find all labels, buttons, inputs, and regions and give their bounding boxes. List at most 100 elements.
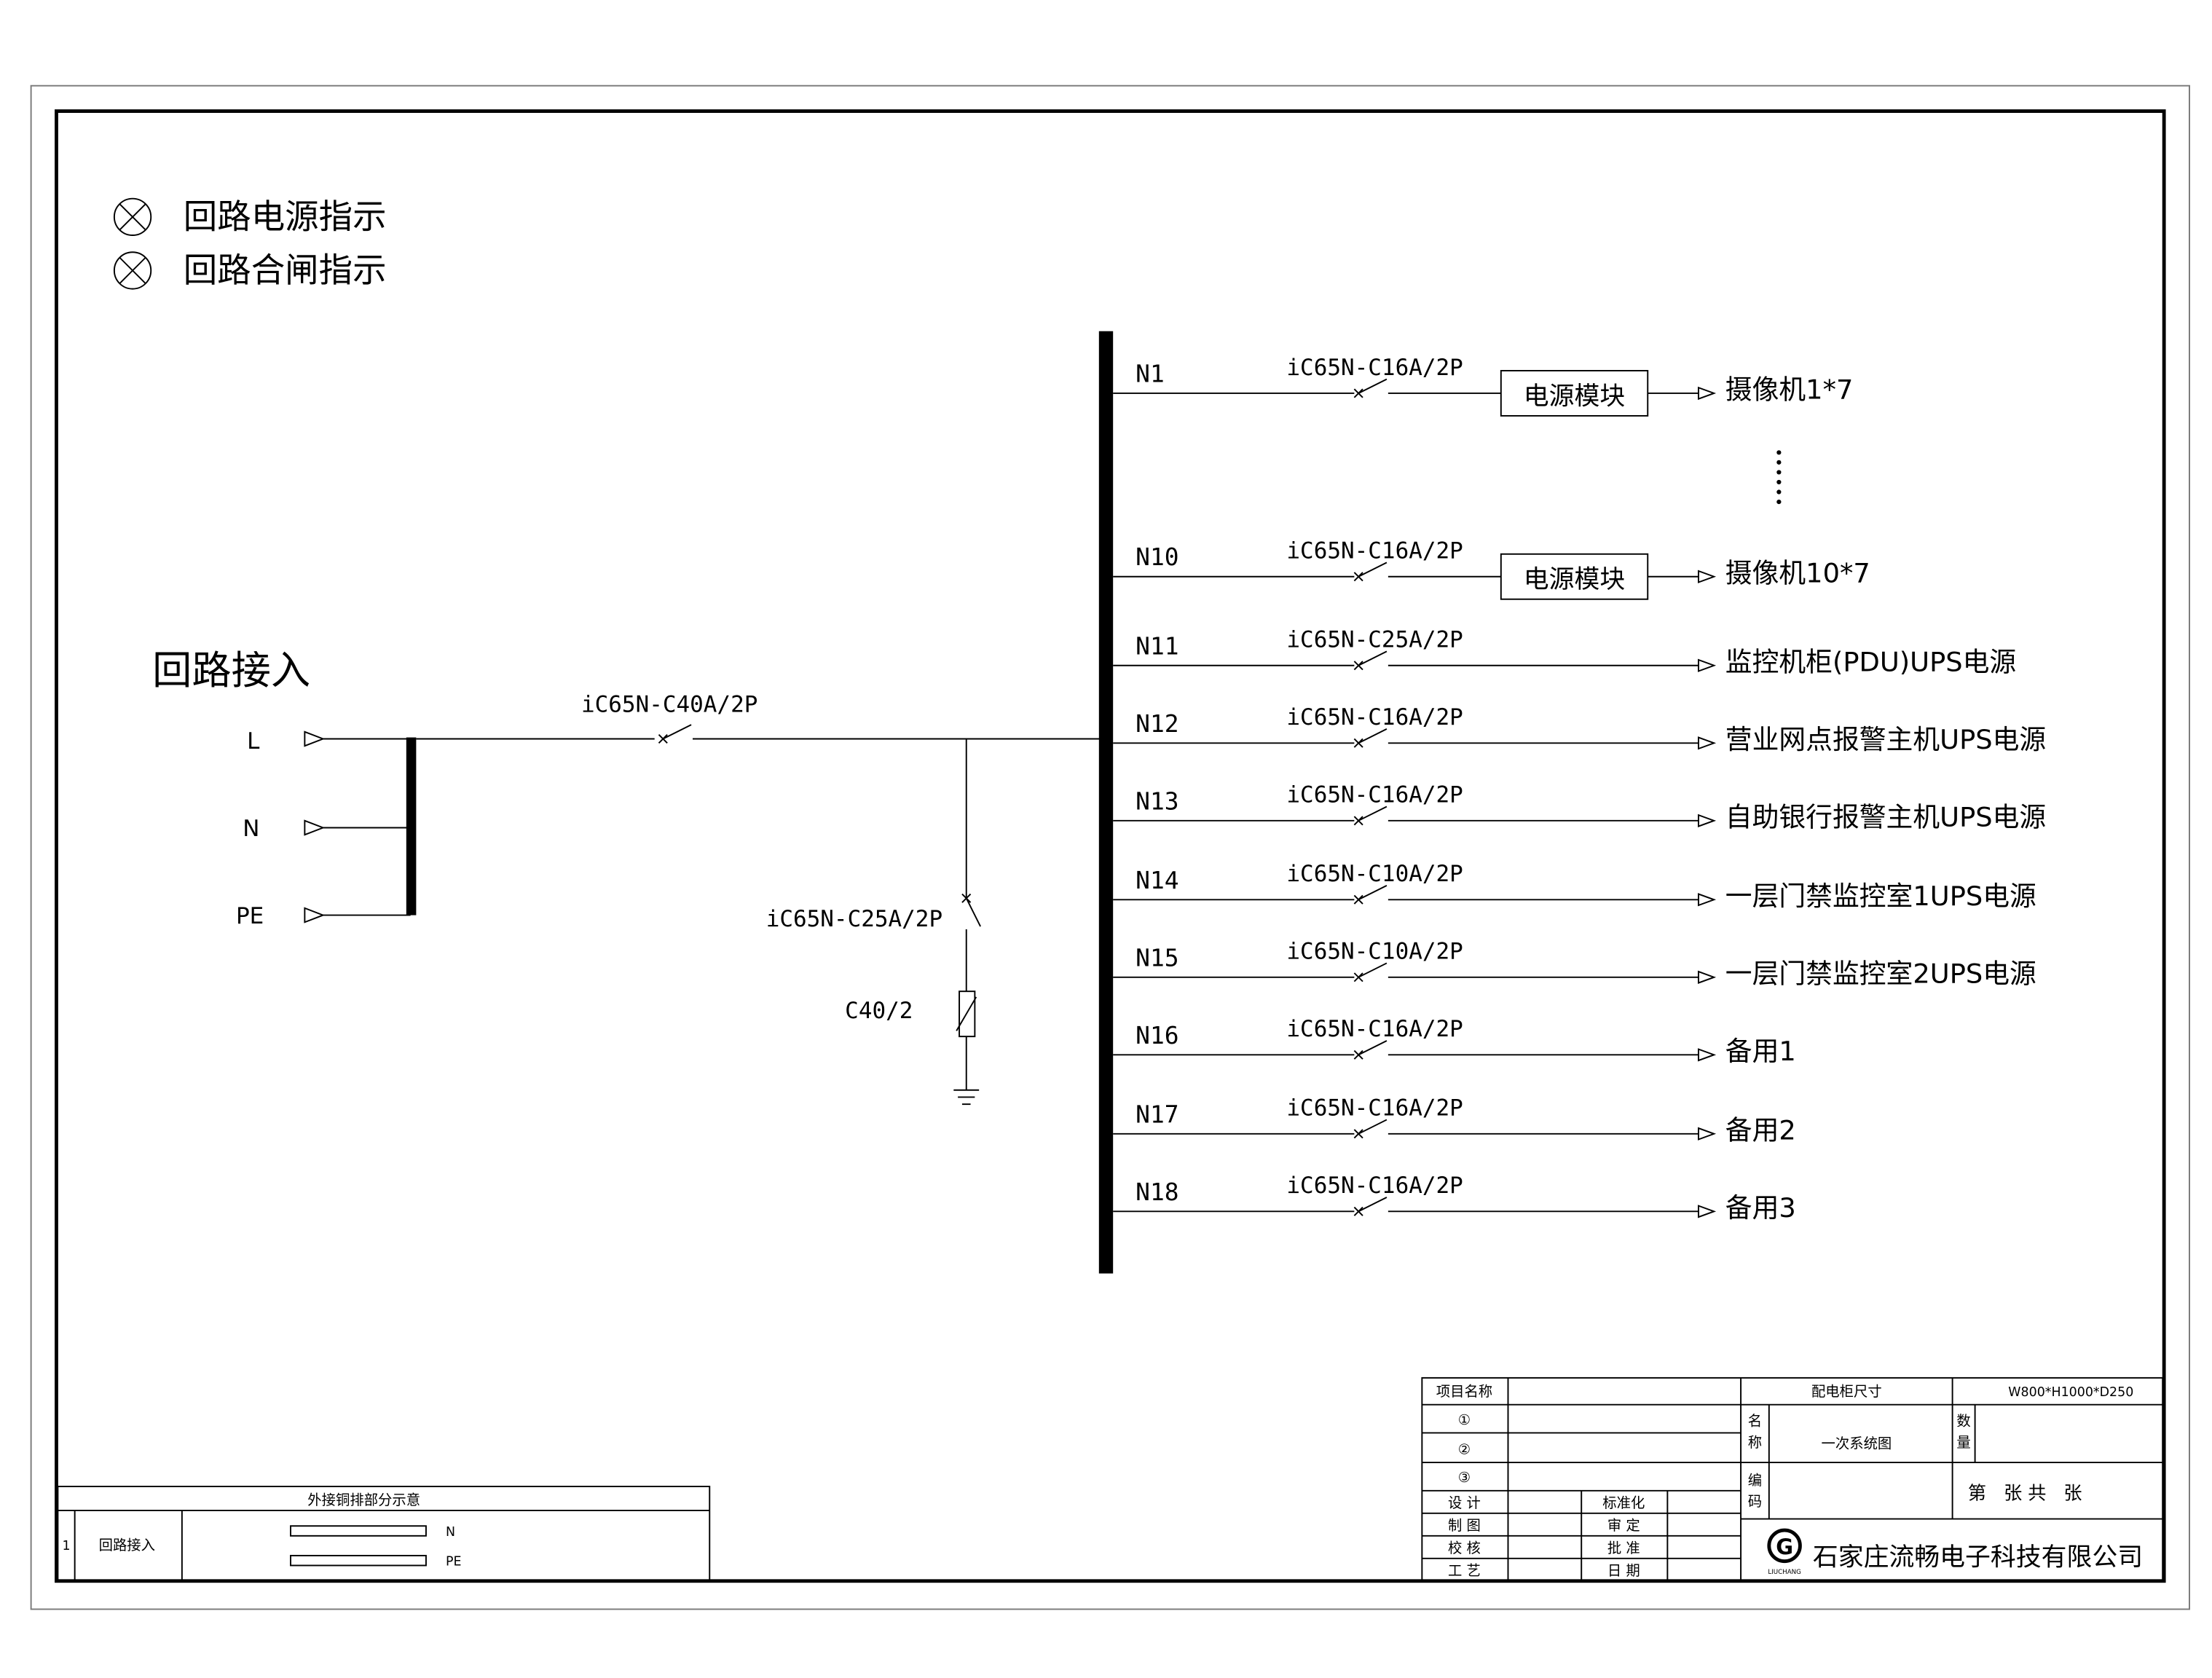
cabinet-size-label: 配电柜尺寸	[1811, 1383, 1882, 1400]
circuit-row: N14 iC65N-C10A/2P 一层门禁监控室1UPS电源	[1113, 861, 2036, 912]
terminal-label: PE	[236, 903, 264, 929]
busbar-bar-label: PE	[446, 1554, 462, 1569]
busbar-row-number: 1	[62, 1539, 70, 1553]
spd-label: C40/2	[845, 998, 913, 1024]
code-label: 码	[1748, 1493, 1762, 1510]
circuit-breaker-label: iC65N-C16A/2P	[1286, 355, 1463, 381]
legend-label: 回路电源指示	[184, 197, 387, 236]
project-name-label: 项目名称	[1436, 1383, 1492, 1400]
busbar-bar-label: N	[446, 1525, 455, 1540]
breaker-symbol	[1353, 805, 1388, 826]
outer-sheet-border	[30, 84, 2190, 1610]
circuit-id: N13	[1135, 787, 1178, 815]
circuit-load-label: 一层门禁监控室2UPS电源	[1725, 958, 2036, 990]
circuit-id: N16	[1135, 1021, 1178, 1049]
breaker-symbol	[1353, 378, 1388, 398]
circuit-id: N11	[1135, 631, 1178, 660]
power-module-label: 电源模块	[1524, 565, 1625, 594]
circuit-load-label: 备用1	[1725, 1036, 1796, 1067]
circuit-id: N12	[1135, 709, 1178, 738]
terminal-pe: PE	[236, 903, 411, 929]
sheet-count: 第 张 共 张	[1968, 1482, 2082, 1503]
power-module-label: 电源模块	[1524, 382, 1625, 411]
incoming-title: 回路接入	[152, 647, 310, 693]
company-logo: G LIUCHANG	[1767, 1528, 1802, 1576]
circuit-load-label: 备用3	[1725, 1192, 1796, 1224]
code-label: 编	[1748, 1472, 1762, 1489]
svg-text:LIUCHANG: LIUCHANG	[1768, 1569, 1801, 1576]
circuit-row: N16 iC65N-C16A/2P 备用1	[1113, 1016, 1796, 1067]
circuit-load-label: 摄像机10*7	[1725, 557, 1870, 588]
output-arrow-icon	[1698, 658, 1717, 672]
output-arrow-icon	[1698, 970, 1717, 984]
circuit-load-label: 营业网点报警主机UPS电源	[1725, 724, 2046, 755]
circuit-breaker-label: iC65N-C16A/2P	[1286, 782, 1463, 808]
cabinet-size-value: W800*H1000*D250	[2008, 1385, 2133, 1400]
breaker-symbol	[1353, 885, 1388, 905]
breaker-symbol	[1353, 1119, 1388, 1139]
spd-breaker-symbol	[961, 893, 981, 927]
circuit-id: N10	[1135, 543, 1178, 571]
circuit-id: N1	[1135, 359, 1165, 387]
busbar-table: 外接铜排部分示意 1 回路接入 N PE	[57, 1486, 711, 1582]
output-arrow-icon	[1698, 814, 1717, 827]
circuit-id: N17	[1135, 1100, 1178, 1128]
circuit-breaker-label: iC65N-C16A/2P	[1286, 1016, 1463, 1042]
role-label: 审 定	[1607, 1517, 1640, 1534]
output-arrow-icon	[1698, 570, 1717, 583]
legend-label: 回路合闸指示	[184, 251, 387, 290]
power-module-box: 电源模块	[1500, 553, 1649, 600]
output-arrow-icon	[1698, 736, 1717, 750]
busbar-table-title: 外接铜排部分示意	[307, 1492, 420, 1508]
circuit-breaker-label: iC65N-C10A/2P	[1286, 861, 1463, 887]
terminal-arrow-icon	[304, 730, 326, 747]
circuit-load-label: 监控机柜(PDU)UPS电源	[1725, 647, 2016, 678]
terminal-arrow-icon	[304, 907, 326, 923]
busbar-row-name: 回路接入	[99, 1537, 155, 1553]
circuit-load-label: 备用2	[1725, 1115, 1796, 1146]
terminal-arrow-icon	[304, 819, 326, 836]
terminal-n: N	[243, 816, 411, 842]
circuit-breaker-label: iC65N-C25A/2P	[1286, 627, 1463, 653]
circuit-breaker-label: iC65N-C16A/2P	[1286, 538, 1463, 564]
breaker-symbol	[1353, 962, 1388, 982]
revision-mark: ②	[1458, 1441, 1471, 1457]
breaker-symbol	[1353, 1197, 1388, 1216]
role-label: 校 核	[1448, 1540, 1481, 1556]
role-label: 制 图	[1448, 1517, 1481, 1534]
role-label: 批 准	[1607, 1540, 1640, 1556]
output-arrow-icon	[1698, 386, 1717, 401]
drawing-frame	[55, 109, 2166, 1583]
role-label: 工 艺	[1448, 1562, 1481, 1579]
output-arrow-icon	[1698, 893, 1717, 907]
circuit-id: N14	[1135, 866, 1178, 894]
indicator-lamp-icon	[113, 197, 152, 236]
title-block: 项目名称 ① ② ③ 设 计 制 图 校 核 工 艺 标准化 审 定 批 准 日…	[1421, 1376, 2164, 1582]
busbar-bar-n	[290, 1525, 427, 1537]
legend-item-closing-indicator: 回路合闸指示	[113, 251, 387, 290]
busbar-bar-pe	[290, 1554, 427, 1567]
revision-mark: ①	[1458, 1411, 1471, 1428]
role-label: 标准化	[1602, 1494, 1645, 1511]
output-arrow-icon	[1698, 1127, 1717, 1141]
spd-branch: iC65N-C25A/2P C40/2	[766, 738, 981, 1106]
circuit-breaker-label: iC65N-C10A/2P	[1286, 939, 1463, 965]
terminal-l: L	[247, 728, 411, 755]
legend: 回路电源指示 回路合闸指示	[113, 197, 387, 290]
qty-label: 数	[1956, 1413, 1970, 1430]
qty-label: 量	[1956, 1434, 1970, 1451]
circuit-row: N10 iC65N-C16A/2P 电源模块 摄像机10*7	[1113, 538, 1870, 600]
drawing-name: 一次系统图	[1822, 1435, 1892, 1452]
output-arrow-icon	[1698, 1048, 1717, 1062]
breaker-symbol	[1353, 1040, 1388, 1060]
role-label: 设 计	[1448, 1494, 1481, 1511]
circuit-load-label: 一层门禁监控室1UPS电源	[1725, 881, 2036, 912]
